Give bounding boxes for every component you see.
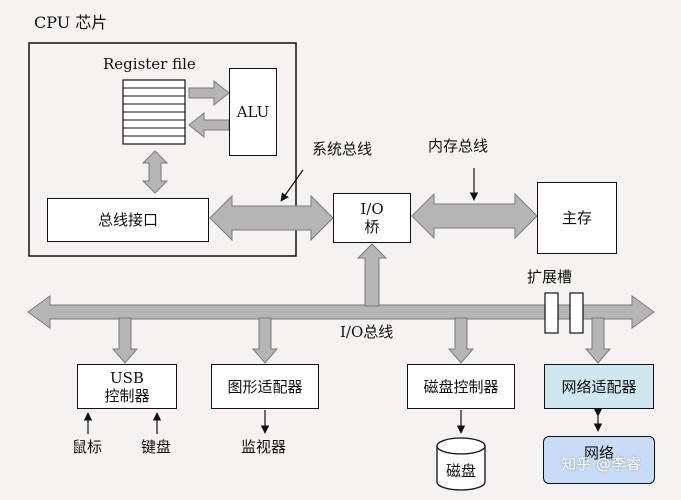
mouse-label: 鼠标 [72,438,103,456]
expansion-slot [544,292,584,334]
network-label: 网络 [583,444,614,462]
usb-drop-arrow [111,317,139,364]
main-memory-label: 主存 [561,209,592,227]
register-file-label: Register file [103,55,196,73]
network-box: 网络 [543,436,655,484]
usb-controller-line1: USB [110,368,144,387]
memory-bus-arrow [411,192,538,240]
system-bus-pointer [280,169,304,202]
io-bus-label: I/O总线 [340,323,394,341]
cpu-chip-outline [28,42,297,257]
keyboard-label: 键盘 [141,438,172,456]
expansion-slot-label: 扩展槽 [527,268,573,286]
disk-label: 磁盘 [446,462,477,480]
io-bridge-line1: I/O [360,200,384,218]
alu-to-regfile-arrow [188,111,230,139]
disk-controller-label: 磁盘控制器 [423,377,499,396]
graphics-adapter-box: 图形适配器 [211,364,319,409]
register-file-cells [122,79,186,145]
io-bridge-line2: 桥 [364,218,380,236]
usb-controller-line2: 控制器 [104,386,150,405]
disk-drop-arrow [447,317,475,364]
network-adapter-box: 网络适配器 [544,364,654,409]
network-drop-arrow [584,317,612,364]
graphics-adapter-label: 图形适配器 [227,377,303,396]
bridge-iobus-arrow [356,243,388,307]
io-bus-arrow [27,295,655,329]
main-memory-box: 主存 [537,182,617,254]
monitor-label: 监视器 [241,438,287,456]
bus-interface-box: 总线接口 [47,198,209,242]
bus-interface-label: 总线接口 [97,211,158,229]
system-bus-label: 系统总线 [312,140,373,158]
cpu-chip-title: CPU 芯片 [34,13,108,32]
memory-bus-label: 内存总线 [428,137,489,155]
watermark: 知乎 @李睿 [561,455,641,473]
io-bridge-box: I/O 桥 [333,193,411,243]
graphics-drop-arrow [251,317,279,364]
system-bus-arrow [209,194,334,242]
alu-box: ALU [229,68,277,156]
network-adapter-label: 网络适配器 [561,377,637,396]
disk-controller-box: 磁盘控制器 [407,364,515,409]
usb-controller-box: USB 控制器 [77,364,177,409]
regfile-to-alu-arrow [188,79,230,107]
disk-cylinder [436,437,486,491]
alu-label: ALU [236,103,270,121]
regfile-businterface-arrow [141,150,169,194]
